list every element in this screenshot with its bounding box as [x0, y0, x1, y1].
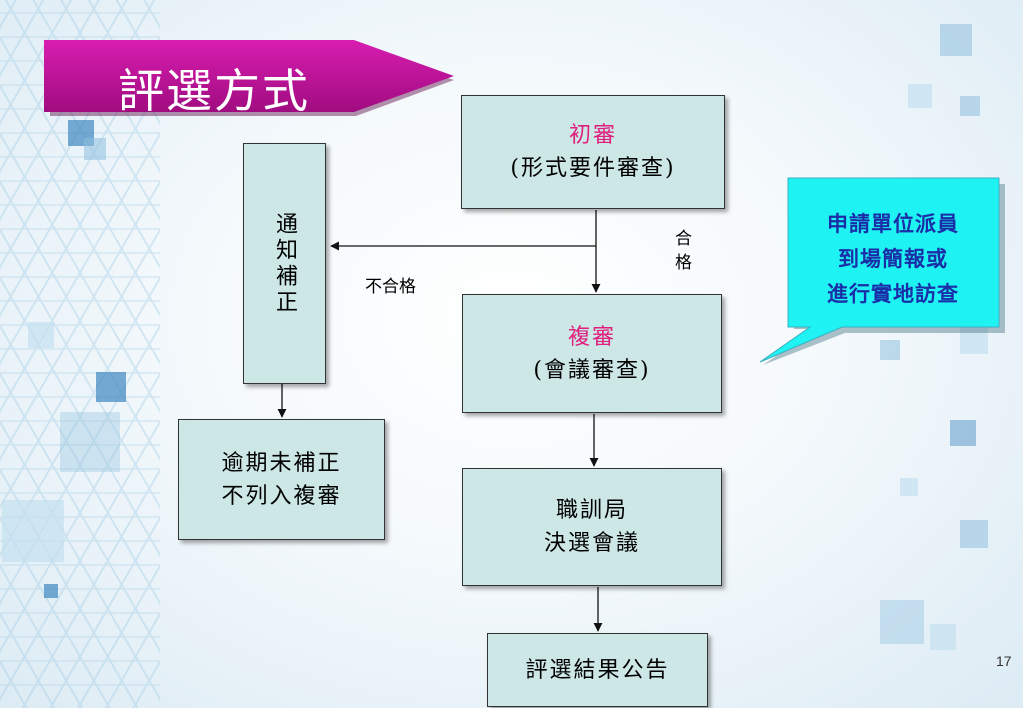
notify-correction-label: 通知補正: [272, 211, 297, 316]
pass-label-2: 格: [675, 253, 692, 273]
callout-line3: 進行實地訪查: [827, 281, 959, 306]
final-decision-box: 職訓局 決選會議: [462, 468, 722, 586]
overdue-line2: 不列入複審: [221, 483, 342, 509]
callout-line1: 申請單位派員: [827, 211, 959, 236]
fail-label: 不合格: [365, 277, 416, 297]
initial-review-title: 初審: [568, 123, 617, 148]
page-number: 17: [996, 653, 1012, 669]
page-title: 評選方式: [118, 64, 310, 118]
decor-square: [940, 24, 972, 56]
second-review-box: 複審 (會議審查): [462, 294, 722, 413]
final-decision-line2: 決選會議: [543, 531, 640, 556]
title-banner: [44, 40, 454, 116]
decor-square: [84, 138, 106, 160]
decor-square: [960, 96, 980, 116]
decor-square: [950, 420, 976, 446]
callout-line2: 到場簡報或: [838, 246, 948, 271]
background-pattern: [0, 0, 160, 708]
initial-review-box: 初審 (形式要件審查): [461, 95, 725, 209]
initial-review-subtitle: (形式要件審查): [510, 156, 676, 181]
decor-square: [908, 84, 932, 108]
site-visit-callout: 申請單位派員 到場簡報或 進行實地訪查: [787, 206, 999, 311]
decor-square: [880, 600, 924, 644]
decor-square: [930, 624, 956, 650]
decor-square: [960, 326, 988, 354]
decor-square: [44, 584, 58, 598]
decor-square: [96, 372, 126, 402]
overdue-box: 逾期未補正 不列入複審: [178, 419, 385, 540]
second-review-subtitle: (會議審查): [533, 357, 651, 383]
decor-square: [60, 412, 120, 472]
decor-square: [880, 340, 900, 360]
pass-label-1: 合: [675, 229, 692, 249]
announcement-box: 評選結果公告: [487, 633, 708, 707]
overdue-line1: 逾期未補正: [221, 450, 342, 476]
decor-square: [960, 520, 988, 548]
decor-square: [28, 322, 54, 348]
decor-square: [900, 478, 918, 496]
final-decision-line1: 職訓局: [555, 498, 628, 523]
second-review-title: 複審: [567, 324, 616, 350]
decor-square: [2, 500, 64, 562]
announcement-label: 評選結果公告: [525, 657, 670, 683]
notify-correction-box: 通知補正: [243, 143, 326, 384]
